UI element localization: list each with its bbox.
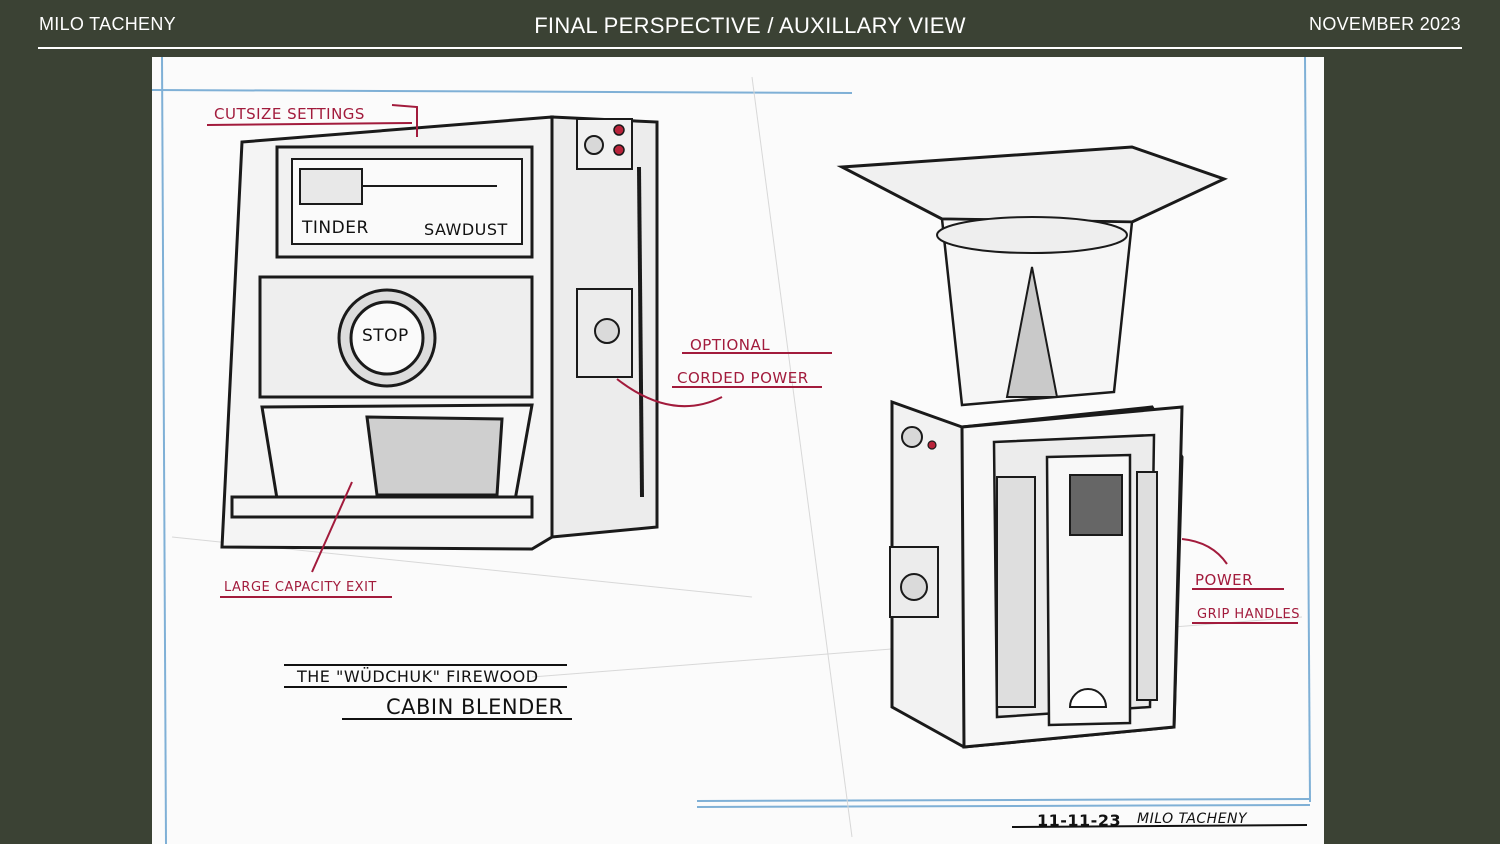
sketch-title-line1: THE "WÜDCHUK" FIREWOOD	[297, 667, 539, 686]
label-sawdust: SAWDUST	[424, 220, 508, 239]
sketch-title-line2: CABIN BLENDER	[386, 695, 564, 719]
callout-arrows	[206, 104, 1298, 624]
signature-date: 11-11-23	[1037, 811, 1122, 830]
callout-optional: OPTIONAL	[690, 336, 771, 354]
callout-power: POWER	[1195, 571, 1254, 589]
blue-guidelines	[152, 57, 1311, 844]
perspective-view	[836, 145, 1228, 749]
sketch-sheet: CUTSIZE SETTINGS OPTIONAL CORDED POWER L…	[152, 57, 1324, 844]
callout-exit: LARGE CAPACITY EXIT	[224, 580, 377, 595]
signature-name: MILO TACHENY	[1137, 811, 1248, 827]
date-label: NOVEMBER 2023	[1309, 14, 1461, 34]
page-title: FINAL PERSPECTIVE / AUXILLARY VIEW	[534, 13, 966, 38]
callout-grip-handles: GRIP HANDLES	[1197, 607, 1301, 622]
label-tinder: TINDER	[302, 218, 369, 238]
header-divider	[38, 47, 1462, 49]
author-name: MILO TACHENY	[39, 14, 176, 34]
front-view	[220, 115, 659, 551]
callout-cutsize: CUTSIZE SETTINGS	[214, 105, 365, 123]
label-stop: STOP	[362, 326, 409, 346]
sketch-drawing	[152, 57, 1311, 844]
callout-corded-power: CORDED POWER	[677, 369, 809, 387]
title-underlines	[284, 664, 1308, 828]
